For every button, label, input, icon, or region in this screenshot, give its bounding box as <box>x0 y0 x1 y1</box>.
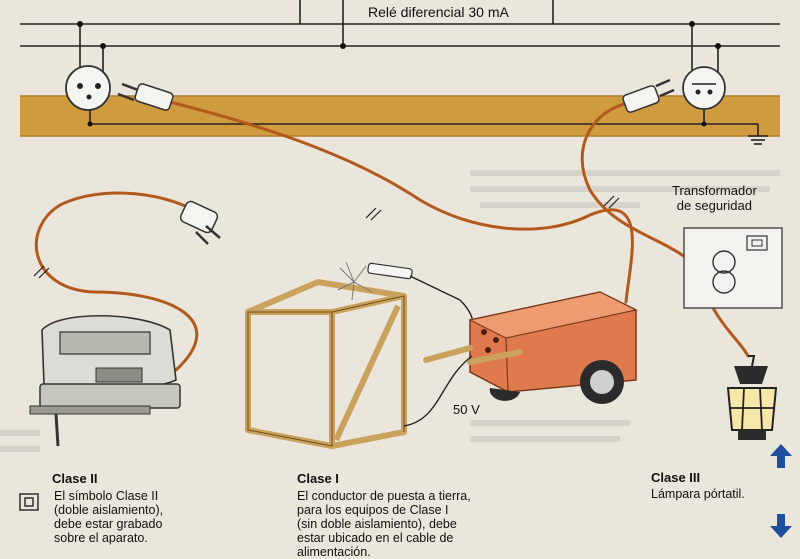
ground-lead <box>403 355 473 427</box>
cables <box>35 100 750 372</box>
transformer-label: Transformador de seguridad <box>672 183 757 213</box>
jigsaw-tool <box>29 314 181 447</box>
wire-junctions <box>77 21 721 49</box>
right-socket <box>682 66 726 110</box>
wooden-beam <box>20 96 780 136</box>
cable-cut-marks <box>33 195 620 279</box>
welding-torch <box>367 262 477 341</box>
voltage-label: 50 V <box>453 402 480 417</box>
spark-icon <box>337 261 373 301</box>
loose-plug <box>179 200 221 245</box>
class-ii-title: Clase II <box>52 471 98 486</box>
class-ii-body: El símbolo Clase II (doble aislamiento),… <box>54 489 164 545</box>
class-i-title: Clase I <box>297 471 339 486</box>
arrow-down-icon[interactable] <box>768 512 794 540</box>
left-plug <box>117 82 174 111</box>
class-iii-body: Lámpara pórtatil. <box>651 487 745 501</box>
double-square-icon <box>19 493 39 511</box>
background-texture <box>0 170 780 452</box>
arrow-up-icon-glyph <box>770 444 792 468</box>
relay-label: Relé diferencial 30 mA <box>368 4 509 20</box>
supply-wires <box>20 0 780 74</box>
class-iii-title: Clase III <box>651 470 701 485</box>
safety-transformer <box>683 227 783 309</box>
welding-generator <box>423 291 638 404</box>
metal-frame-outline <box>247 295 405 447</box>
class-i-body: El conductor de puesta a tierra, para lo… <box>297 489 471 559</box>
left-socket <box>65 65 111 111</box>
metal-frame <box>245 279 407 449</box>
portable-lamp <box>726 355 778 440</box>
arrow-down-icon-glyph <box>770 514 792 538</box>
arrow-up-icon[interactable] <box>768 442 794 470</box>
right-plug <box>622 78 675 113</box>
